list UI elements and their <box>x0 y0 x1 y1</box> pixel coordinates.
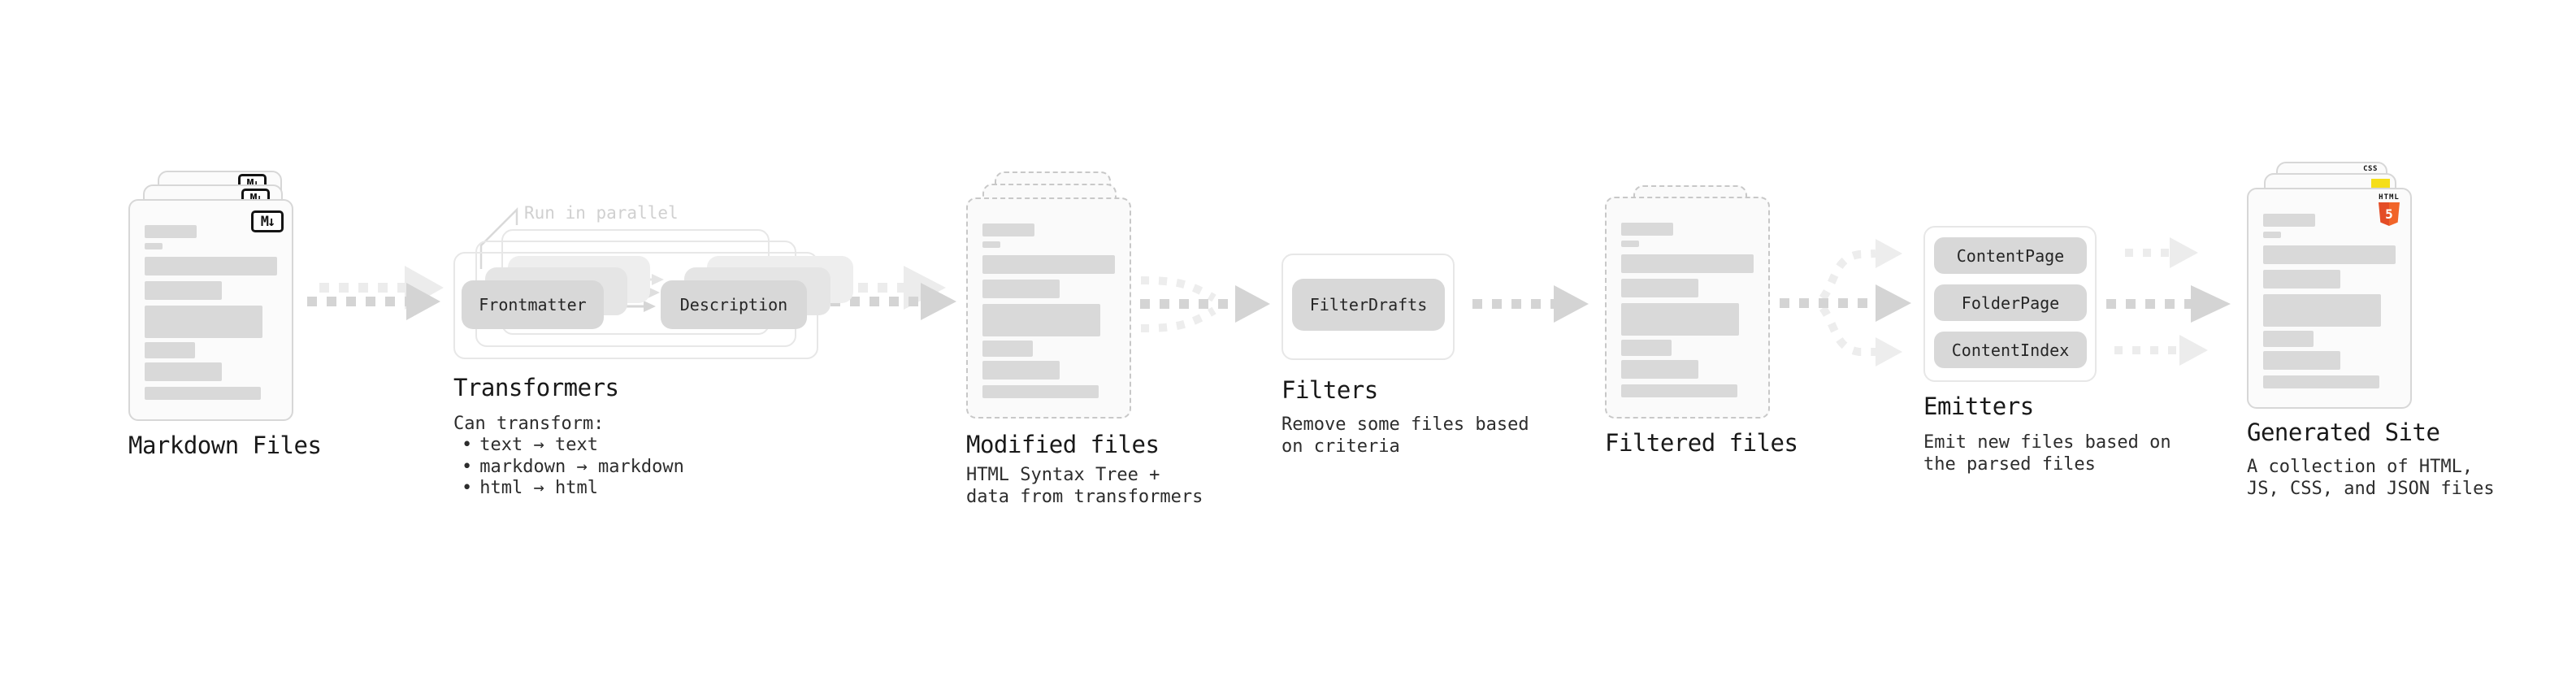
arrow-filtered-to-emitters-diverging <box>1780 239 1911 367</box>
arrow-modified-to-filters-converging <box>1140 276 1270 332</box>
generated-site-description: A collection of HTML, JS, CSS, and JSON … <box>2247 456 2495 500</box>
placeholder-bar <box>145 362 222 381</box>
folderpage-box: FolderPage <box>1934 284 2087 321</box>
placeholder-bar <box>145 342 195 358</box>
placeholder-bar <box>1621 384 1737 397</box>
emitters-description: Emit new files based on the parsed files <box>1923 432 2171 475</box>
markdown-icon: M↓ <box>251 210 284 232</box>
placeholder-bar <box>1621 223 1673 236</box>
placeholder-bar <box>2263 232 2281 238</box>
bullet-mark: • <box>462 456 473 477</box>
desc-line: data from transformers <box>966 487 1203 507</box>
arrow-transformers-to-modified <box>830 266 956 320</box>
filtered-files-label: Filtered files <box>1605 429 1798 457</box>
desc-line: the parsed files <box>1923 454 2096 475</box>
bullet-mark: • <box>462 435 473 455</box>
bullet-item: • markdown → markdown <box>453 457 684 479</box>
markdown-file-card-front: M↓ <box>128 199 293 421</box>
run-in-parallel-leader-line <box>479 206 518 269</box>
placeholder-bar <box>145 225 197 238</box>
bullet-item: • text → text <box>453 435 684 457</box>
placeholder-bar <box>982 304 1100 336</box>
placeholder-bar <box>982 255 1115 274</box>
desc-line: JS, CSS, and JSON files <box>2247 479 2495 499</box>
placeholder-bar <box>145 257 277 275</box>
filters-description: Remove some files based on criteria <box>1281 414 1529 458</box>
filters-label: Filters <box>1281 376 1378 404</box>
placeholder-bar <box>145 243 163 249</box>
placeholder-bar <box>2263 214 2315 227</box>
placeholder-bar <box>145 281 222 300</box>
run-in-parallel-annotation: Run in parallel <box>524 203 679 223</box>
javascript-icon <box>2371 179 2390 190</box>
placeholder-bar <box>2263 351 2340 370</box>
placeholder-bar <box>982 385 1099 398</box>
transformers-label: Transformers <box>453 374 619 401</box>
desc-line: Emit new files based on <box>1923 432 2171 453</box>
placeholder-bar <box>145 306 262 338</box>
placeholder-bar <box>145 387 261 400</box>
placeholder-bar <box>1621 254 1754 273</box>
desc-line: HTML Syntax Tree + <box>966 465 1160 485</box>
transformers-description: Can transform: • text → text • markdown → … <box>453 413 684 500</box>
placeholder-bar <box>2263 375 2379 388</box>
bullet-text: html → html <box>479 478 598 498</box>
desc-line: on criteria <box>1281 436 1400 457</box>
bullet-text: markdown → markdown <box>479 456 684 477</box>
desc-line: Remove some files based <box>1281 414 1529 435</box>
placeholder-bar <box>982 361 1060 380</box>
description-box: Description <box>661 280 807 329</box>
modified-files-label: Modified files <box>966 431 1160 458</box>
markdown-files-label: Markdown Files <box>128 432 322 459</box>
placeholder-bar <box>982 241 1000 248</box>
modified-files-description: HTML Syntax Tree + data from transformer… <box>966 464 1203 508</box>
html5-icon: HTML 5 <box>2376 193 2402 226</box>
arrow-emitters-to-site <box>2106 237 2231 366</box>
placeholder-bar <box>2263 270 2340 288</box>
placeholder-bar <box>2263 294 2381 327</box>
arrow-filters-to-filtered <box>1472 285 1589 323</box>
filterdrafts-box: FilterDrafts <box>1292 279 1445 331</box>
html5-shield: 5 <box>2379 202 2400 226</box>
modified-file-card-front <box>966 197 1131 419</box>
placeholder-bar <box>2263 245 2396 264</box>
contentpage-box: ContentPage <box>1934 237 2087 274</box>
placeholder-bar <box>1621 279 1698 297</box>
placeholder-bar <box>2263 331 2314 347</box>
placeholder-bar <box>982 280 1060 298</box>
arrow-markdown-to-transformers <box>307 266 444 320</box>
placeholder-bar <box>982 223 1034 236</box>
frontmatter-box: Frontmatter <box>462 280 604 329</box>
placeholder-bar <box>1621 303 1739 336</box>
generated-site-label: Generated Site <box>2247 419 2440 446</box>
placeholder-bar <box>1621 340 1672 356</box>
placeholder-bar <box>1621 241 1639 247</box>
placeholder-bar <box>1621 360 1698 379</box>
bullet-mark: • <box>462 478 473 498</box>
placeholder-bar <box>982 340 1033 357</box>
site-file-card-html: HTML 5 <box>2247 188 2412 409</box>
bullet-item: • html → html <box>453 478 684 500</box>
desc-line: A collection of HTML, <box>2247 457 2474 477</box>
desc-heading: Can transform: <box>453 414 605 434</box>
filtered-file-card-front <box>1605 197 1770 419</box>
contentindex-box: ContentIndex <box>1934 332 2087 368</box>
emitters-label: Emitters <box>1923 393 2034 420</box>
bullet-text: text → text <box>479 435 598 455</box>
